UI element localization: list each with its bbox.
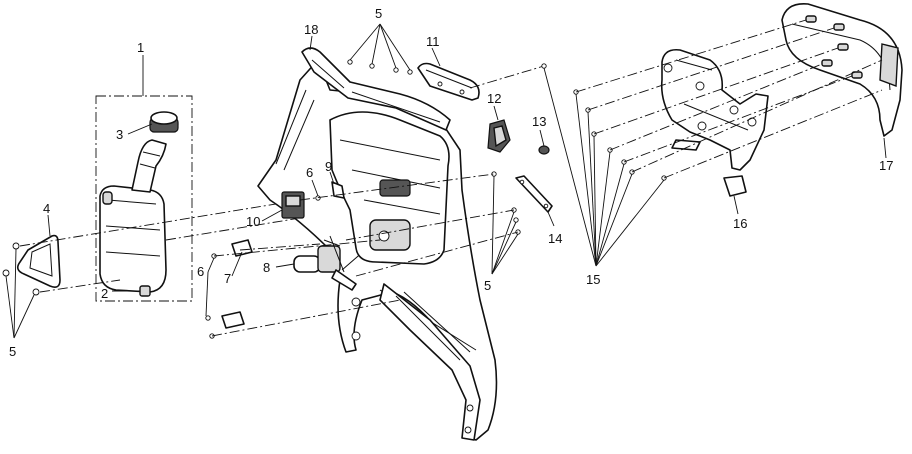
inner-fairing: [257, 59, 498, 441]
filler-cap: [149, 111, 179, 133]
clip-12: [487, 105, 511, 153]
top-bracket-18: [301, 35, 451, 131]
callout-6-lower: 6: [197, 264, 204, 279]
callout-13: 13: [532, 114, 546, 129]
callout-11: 11: [426, 34, 440, 49]
callout-7: 7: [224, 271, 231, 286]
switch-10: [261, 191, 305, 222]
callout-2: 2: [101, 286, 108, 301]
outer-panel-17: [781, 3, 903, 159]
callout-4: 4: [43, 201, 50, 216]
reservoir-tank: [99, 185, 167, 293]
callout-10: 10: [246, 214, 260, 229]
callout-5-left: 5: [9, 344, 16, 359]
reservoir-assembly: [95, 55, 193, 302]
screws-right-center: [491, 171, 521, 275]
callout-3: 3: [116, 127, 123, 142]
vent-11: [417, 47, 480, 101]
grommet-4: [16, 214, 61, 288]
callout-6-upper: 6: [306, 165, 313, 180]
callout-14: 14: [548, 231, 562, 246]
callout-17: 17: [879, 158, 893, 173]
callout-5-center: 5: [484, 278, 491, 293]
lower-trim: [379, 283, 481, 441]
callout-8: 8: [263, 260, 270, 275]
actuator-8: [275, 235, 357, 291]
callout-9: 9: [325, 159, 332, 174]
screws-left: [2, 242, 40, 339]
callout-5-top: 5: [375, 6, 382, 21]
callout-16: 16: [733, 216, 747, 231]
callout-18: 18: [304, 22, 318, 37]
screw-13: [538, 129, 550, 155]
callout-12: 12: [487, 91, 501, 106]
bracket-14: [515, 175, 555, 227]
clip-9: [329, 171, 345, 199]
screws-right: [543, 67, 667, 267]
callout-1: 1: [137, 40, 144, 55]
callout-15: 15: [586, 272, 600, 287]
inner-panel-16: [660, 48, 769, 215]
screws-top: [347, 23, 413, 75]
bracket-7: [205, 239, 253, 339]
group-box: [95, 95, 193, 302]
